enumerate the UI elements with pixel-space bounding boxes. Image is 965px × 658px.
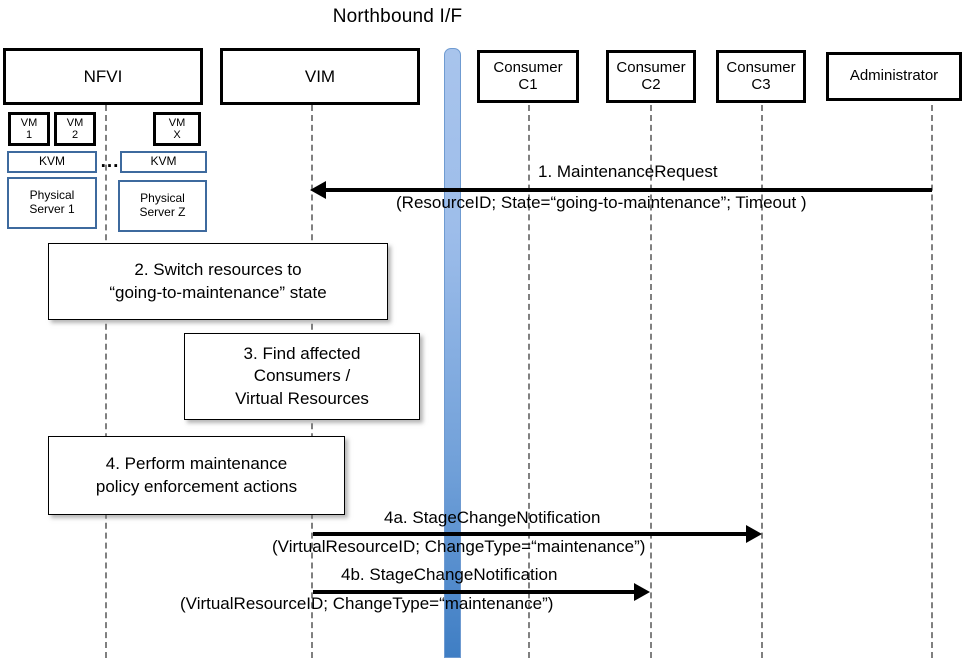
message-line-4a <box>313 532 747 536</box>
vm-box-2-line1: VM <box>66 116 84 129</box>
actor-label-admin: Administrator <box>849 67 939 85</box>
actor-label-nfvi: NFVI <box>83 66 123 86</box>
lifeline-c2 <box>650 105 652 658</box>
physical-server-1-line1: Physical <box>29 188 75 203</box>
process-box-step4-line1: 4. Perform maintenance <box>105 454 288 474</box>
process-box-step2-line2: “going-to-maintenance” state <box>109 282 327 302</box>
actor-label-c3-line1: Consumer <box>726 58 796 76</box>
process-box-step4-line2: policy enforcement actions <box>95 476 298 496</box>
message-params-4a: (VirtualResourceID; ChangeType=“maintena… <box>272 537 645 557</box>
page-title-text: Northbound I/F <box>332 6 463 27</box>
actor-label-c2-line2: C2 <box>641 75 661 93</box>
message-params-4a-text: (VirtualResourceID; ChangeType=“maintena… <box>272 537 646 556</box>
actor-header-nfvi[interactable]: NFVI <box>3 48 203 105</box>
message-title-4b: 4b. StageChangeNotification <box>341 565 557 585</box>
actor-label-c1-line2: C1 <box>518 75 538 93</box>
vm-box-2[interactable]: VM 2 <box>54 112 96 146</box>
message-params-1: (ResourceID; State=“going-to-maintenance… <box>396 193 807 213</box>
process-box-step2[interactable]: 2. Switch resources to “going-to-mainten… <box>48 243 388 320</box>
message-title-4a-text: 4a. StageChangeNotification <box>384 508 601 527</box>
actor-label-c3-line2: C3 <box>751 75 771 93</box>
hypervisor-label-left: KVM <box>38 154 65 169</box>
vm-box-x-line1: VM <box>168 116 186 129</box>
actor-header-c1[interactable]: Consumer C1 <box>477 50 579 103</box>
actor-header-admin[interactable]: Administrator <box>826 52 962 101</box>
vm-box-x[interactable]: VM X <box>153 112 201 146</box>
process-box-step3-line2: Consumers / <box>253 366 351 386</box>
process-box-step2-line1: 2. Switch resources to <box>134 260 302 280</box>
hypervisor-box-right[interactable]: KVM <box>120 151 207 173</box>
physical-server-box-1[interactable]: Physical Server 1 <box>7 177 97 229</box>
vm-box-1[interactable]: VM 1 <box>8 112 50 146</box>
actor-label-vim: VIM <box>304 66 336 86</box>
actor-header-c3[interactable]: Consumer C3 <box>716 50 806 103</box>
lifeline-c3 <box>761 105 763 658</box>
hypervisor-box-left[interactable]: KVM <box>7 151 97 173</box>
message-title-1: 1. MaintenanceRequest <box>538 162 718 182</box>
message-line-1 <box>324 188 932 192</box>
hypervisor-label-right: KVM <box>150 154 177 169</box>
message-arrowhead-4b <box>634 583 650 601</box>
message-params-4b-text: (VirtualResourceID; ChangeType=“maintena… <box>180 594 554 613</box>
vm-box-1-line2: 1 <box>25 129 33 141</box>
message-params-4b: (VirtualResourceID; ChangeType=“maintena… <box>180 594 553 614</box>
process-box-step3[interactable]: 3. Find affected Consumers / Virtual Res… <box>184 333 420 420</box>
actor-header-vim[interactable]: VIM <box>220 48 420 105</box>
vm-box-1-line1: VM <box>20 116 38 129</box>
message-title-4a: 4a. StageChangeNotification <box>384 508 600 528</box>
lifeline-c1 <box>528 105 530 658</box>
physical-server-z-line2: Server Z <box>139 205 186 219</box>
message-arrowhead-1 <box>310 181 326 199</box>
message-line-4b <box>313 590 635 594</box>
lifeline-nfvi <box>105 105 107 658</box>
page-title: Northbound I/F <box>0 6 965 28</box>
host-ellipsis-text: ... <box>100 151 120 172</box>
lifeline-admin <box>931 105 933 658</box>
actor-header-c2[interactable]: Consumer C2 <box>606 50 696 103</box>
physical-server-box-z[interactable]: Physical Server Z <box>118 180 207 232</box>
vm-box-2-line2: 2 <box>71 129 79 141</box>
message-params-1-text: (ResourceID; State=“going-to-maintenance… <box>396 193 807 212</box>
message-title-1-text: 1. MaintenanceRequest <box>538 162 718 181</box>
message-title-4b-text: 4b. StageChangeNotification <box>341 565 558 584</box>
vm-box-x-line2: X <box>173 129 181 141</box>
host-ellipsis-separator: ... <box>97 151 123 173</box>
physical-server-1-line2: Server 1 <box>29 202 75 216</box>
physical-server-z-line1: Physical <box>140 191 185 206</box>
actor-label-c2-line1: Consumer <box>616 58 686 76</box>
process-box-step3-line1: 3. Find affected <box>243 344 361 364</box>
actor-label-c1-line1: Consumer <box>493 58 563 76</box>
message-arrowhead-4a <box>746 525 762 543</box>
process-box-step4[interactable]: 4. Perform maintenance policy enforcemen… <box>48 436 345 515</box>
process-box-step3-line3: Virtual Resources <box>235 388 369 408</box>
